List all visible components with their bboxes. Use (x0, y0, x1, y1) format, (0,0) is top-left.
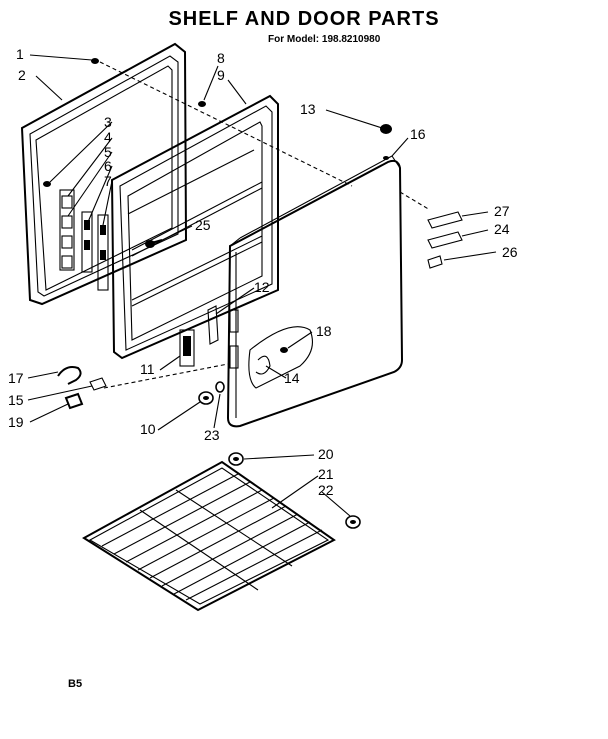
outer-door-panel (226, 155, 404, 428)
callout-19: 19 (8, 414, 24, 430)
diagram-title: SHELF AND DOOR PARTS (168, 8, 440, 30)
handle-insert-part-12 (207, 305, 219, 345)
callout-22: 22 (318, 482, 334, 498)
callout-10: 10 (140, 421, 156, 437)
callout-23: 23 (204, 427, 220, 443)
callout-3: 3 (104, 114, 112, 130)
shelf-rail-parts (43, 181, 109, 291)
leader-lines (27, 54, 497, 517)
screw-part-8 (198, 101, 206, 107)
callout-1: 1 (16, 46, 24, 62)
callout-14: 14 (284, 370, 300, 386)
callout-4: 4 (104, 129, 112, 145)
callout-20: 20 (318, 446, 334, 462)
shelf-support-part-20 (228, 452, 244, 466)
callout-5: 5 (104, 144, 112, 160)
spring-part-14 (255, 355, 271, 375)
door-labels (427, 211, 463, 269)
callout-15: 15 (8, 392, 24, 408)
callout-26: 26 (502, 244, 518, 260)
callout-12: 12 (254, 279, 270, 295)
callout-21: 21 (318, 466, 334, 482)
callout-18: 18 (316, 323, 332, 339)
model-subtitle: For Model: 198.8210980 (268, 34, 381, 45)
page-code: B5 (68, 678, 83, 690)
callout-8: 8 (217, 50, 225, 66)
callout-17: 17 (8, 370, 24, 386)
clip-part-19 (64, 392, 84, 410)
callout-11: 11 (140, 361, 155, 377)
washer-part-23 (215, 381, 225, 393)
callout-27: 27 (494, 203, 510, 219)
assembly-lines (99, 61, 431, 389)
callout-24: 24 (494, 221, 510, 237)
callout-9: 9 (217, 67, 225, 83)
callout-6: 6 (104, 158, 112, 174)
callout-13: 13 (300, 101, 316, 117)
screw-part-1 (91, 58, 99, 64)
callout-2: 2 (18, 67, 26, 83)
callout-7: 7 (104, 173, 112, 189)
door-handle-part-11 (179, 329, 195, 367)
plate-part-15 (89, 377, 107, 391)
hinge-pin-part-13 (380, 124, 392, 134)
shelf-support-part-22 (345, 515, 361, 529)
callout-25: 25 (195, 217, 211, 233)
callout-16: 16 (410, 126, 426, 142)
screw-part-18 (280, 347, 288, 353)
latch-part-17 (57, 366, 82, 385)
wire-shelf (82, 460, 336, 612)
knob-part-10 (198, 391, 214, 405)
